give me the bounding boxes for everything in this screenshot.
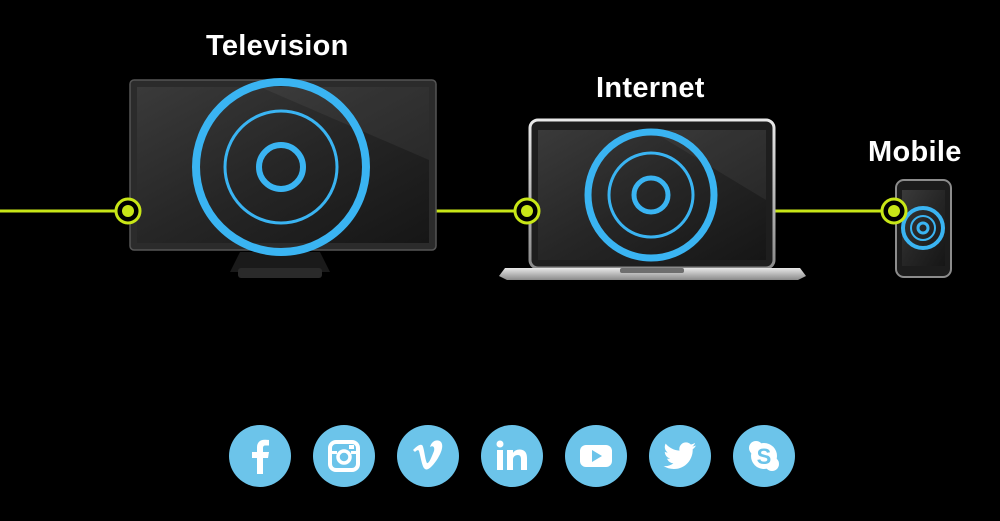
mobile-device bbox=[895, 179, 952, 278]
instagram-icon[interactable] bbox=[313, 425, 375, 487]
television-label: Television bbox=[206, 30, 349, 62]
laptop-connector-node bbox=[513, 197, 541, 225]
television-connector-node bbox=[114, 197, 142, 225]
linkedin-icon[interactable] bbox=[481, 425, 543, 487]
twitter-icon[interactable] bbox=[649, 425, 711, 487]
internet-label: Internet bbox=[596, 72, 705, 104]
mobile-label: Mobile bbox=[868, 136, 962, 168]
skype-icon[interactable]: S bbox=[733, 425, 795, 487]
facebook-icon[interactable] bbox=[229, 425, 291, 487]
mobile-connector-node bbox=[880, 197, 908, 225]
vimeo-icon[interactable] bbox=[397, 425, 459, 487]
television-device bbox=[129, 78, 437, 278]
svg-text:S: S bbox=[757, 444, 772, 469]
laptop-device bbox=[499, 118, 806, 280]
youtube-icon[interactable] bbox=[565, 425, 627, 487]
